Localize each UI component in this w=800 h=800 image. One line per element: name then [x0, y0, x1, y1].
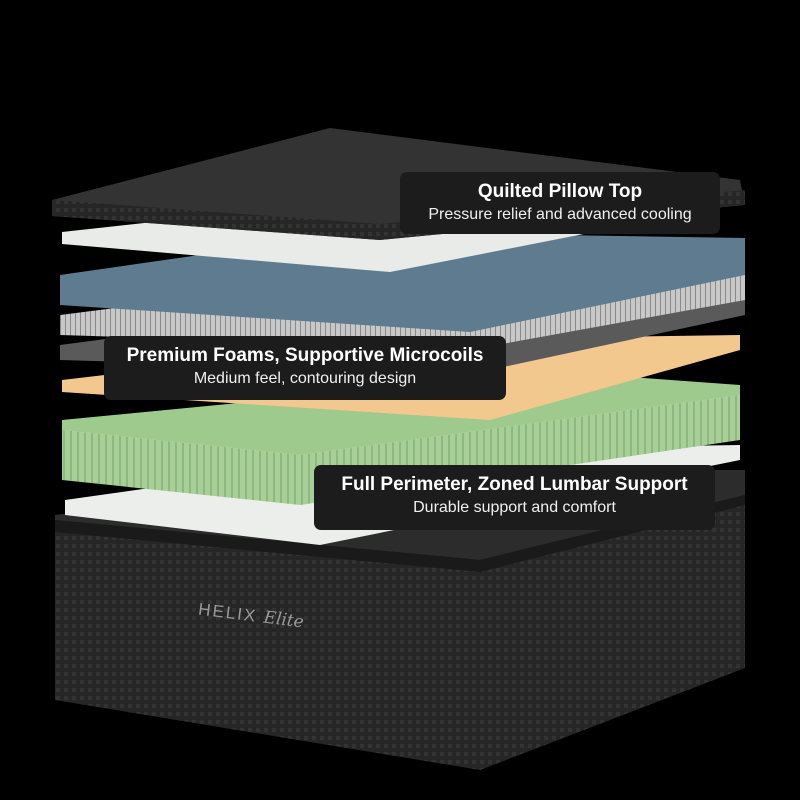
label-title: Premium Foams, Supportive Microcoils	[126, 345, 484, 366]
pillow-top-front	[52, 190, 745, 240]
label-premium-foams: Premium Foams, Supportive Microcoils Med…	[104, 336, 506, 400]
label-title: Quilted Pillow Top	[477, 181, 643, 202]
label-subtitle: Medium feel, contouring design	[193, 370, 417, 387]
label-subtitle: Pressure relief and advanced cooling	[428, 206, 692, 223]
label-zoned-lumbar-support: Full Perimeter, Zoned Lumbar Support Dur…	[314, 465, 715, 530]
label-subtitle: Durable support and comfort	[413, 499, 616, 516]
label-title: Full Perimeter, Zoned Lumbar Support	[341, 474, 688, 495]
label-quilted-pillow-top: Quilted Pillow Top Pressure relief and a…	[400, 172, 720, 234]
